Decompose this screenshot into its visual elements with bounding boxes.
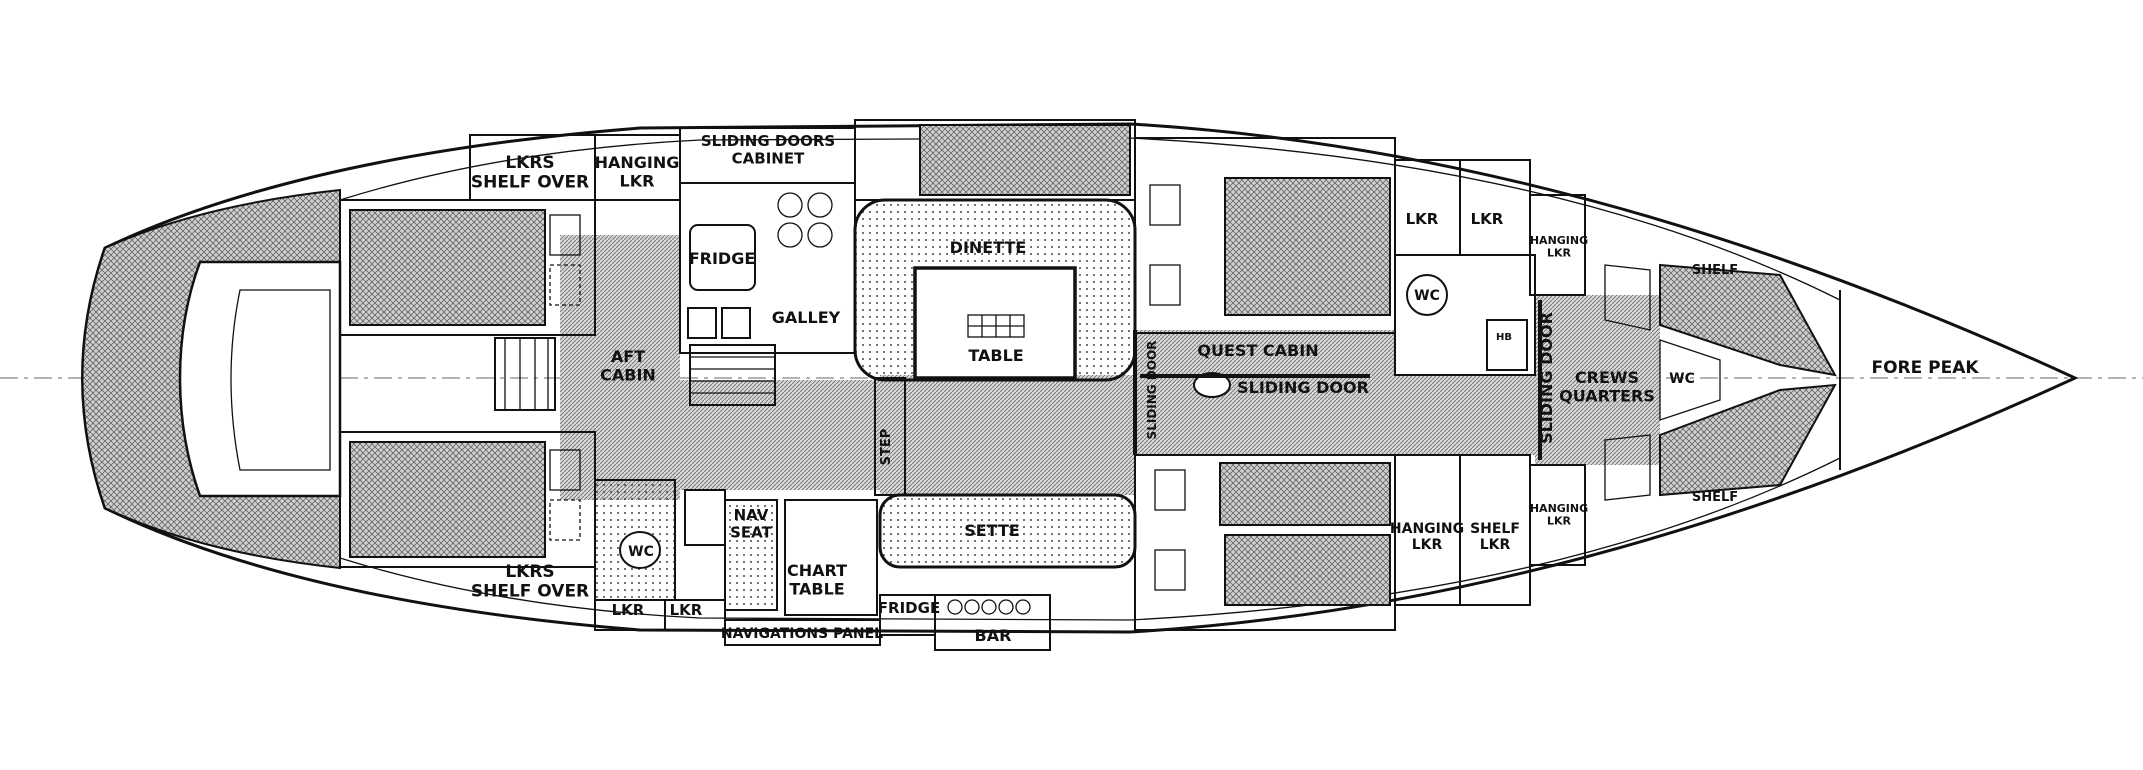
quest-berth-bottom-2	[1224, 534, 1391, 606]
dinette-label: DINETTE	[950, 238, 1027, 257]
crew-pillow-top	[1604, 264, 1651, 331]
sette-label: SETTE	[964, 521, 1020, 540]
wc-aft-label: WC	[628, 544, 654, 560]
wc-mid-bowl	[1406, 274, 1448, 316]
sliding-door-fwd-label: SLIDING DOOR	[1537, 312, 1556, 444]
galley-stair-lines	[690, 356, 775, 394]
shelf-bottom-label: SHELF	[1692, 490, 1738, 505]
sliding-door-vertical-label: SLIDING DOOR	[1145, 341, 1159, 440]
aft-pillow-1	[549, 214, 581, 256]
sliding-door-horizontal-label: SLIDING DOOR	[1237, 378, 1369, 397]
quest-cabin-label: QUEST CABIN	[1197, 341, 1318, 360]
wc-fwd-area	[1659, 339, 1721, 421]
bar-box	[934, 594, 1051, 651]
crew-berth-top	[1659, 263, 1837, 377]
wc-mid-room	[1394, 254, 1536, 376]
hb-label: HB	[1496, 332, 1512, 343]
aft-berth-top	[349, 209, 546, 326]
cockpit-well	[178, 260, 342, 498]
lkr-1-label: LKR	[612, 601, 645, 619]
quest-pillow-3	[1154, 469, 1186, 511]
aft-pillow-3	[549, 449, 581, 491]
fridge-box	[689, 224, 756, 291]
quest-berth-bottom	[1219, 462, 1391, 526]
crew-berth-bottom	[1659, 383, 1837, 497]
basin-aft	[684, 489, 726, 546]
quest-cabin-sole	[1135, 330, 1395, 455]
navigations-panel-label: NAVIGATIONS PANEL	[721, 626, 883, 642]
stove-burners	[777, 192, 833, 248]
aft-pillow-2	[549, 264, 581, 306]
galley-stairs	[689, 344, 776, 406]
hanging-lkr-fwd-top-box	[1529, 194, 1586, 296]
bar-bottles	[947, 599, 1031, 615]
lkr-3-label: LKR	[1406, 210, 1439, 228]
companionway-steps	[494, 337, 556, 411]
galley-berth	[919, 124, 1131, 196]
lkr-4-box	[1459, 159, 1531, 256]
quest-pillow-2	[1149, 264, 1181, 306]
mid-sole	[1395, 375, 1535, 455]
quest-pillow-4	[1154, 549, 1186, 591]
sink-2	[721, 307, 751, 339]
galley-label: GALLEY	[772, 308, 841, 327]
shelf-top-label: SHELF	[1692, 263, 1738, 278]
sink-1	[687, 307, 717, 339]
aft-pillow-4	[549, 499, 581, 541]
lkr-4-label: LKR	[1471, 210, 1504, 228]
dinette-sole	[880, 375, 1135, 495]
hull-inner-line-bottom	[339, 457, 1841, 621]
nav-seat	[724, 499, 778, 611]
crew-pillow-bottom	[1604, 434, 1651, 501]
lkr-2-label: LKR	[670, 601, 703, 619]
step-label: STEP	[879, 429, 894, 466]
aft-berth-bottom	[349, 441, 546, 558]
aft-cabin-wall-top	[339, 199, 596, 336]
quest-berth-top	[1224, 177, 1391, 316]
saloon-sole	[680, 380, 880, 490]
wc-aft-bowl	[619, 531, 661, 569]
bar-label: BAR	[975, 626, 1012, 645]
wc-mid-label: WC	[1414, 288, 1440, 304]
mast-step	[1193, 372, 1231, 398]
hanging-lkr-fwd-bottom-box	[1529, 464, 1586, 566]
dinette-table	[913, 266, 1077, 380]
step-box	[874, 377, 906, 496]
lkr-aft-2-box	[664, 599, 726, 631]
fore-peak-label: FORE PEAK	[1871, 358, 1979, 378]
cockpit-inner	[230, 289, 331, 471]
chart-table-box	[784, 499, 878, 616]
hull-inner-line	[339, 137, 1841, 301]
galley-counter-box	[679, 182, 856, 354]
quest-pillow-1	[1149, 184, 1181, 226]
fridge-galley-label: FRIDGE	[689, 249, 756, 268]
basin-mid	[1486, 319, 1528, 371]
hull-outline	[81, 122, 2079, 634]
fridge-bar-label: FRIDGE	[878, 599, 940, 617]
table-grid	[967, 314, 1025, 338]
wc-fwd-label: WC	[1669, 371, 1695, 387]
step-lines	[504, 338, 549, 410]
table-label: TABLE	[968, 346, 1023, 365]
